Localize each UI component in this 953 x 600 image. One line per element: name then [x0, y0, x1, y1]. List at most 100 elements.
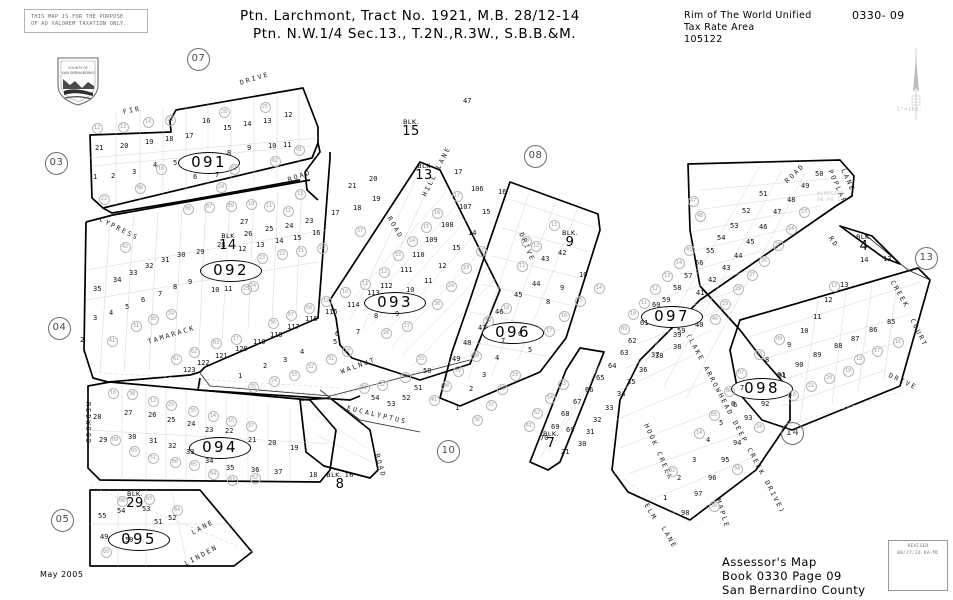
parcel-group-093[interactable]: 093 [364, 292, 426, 314]
parcel-number[interactable]: 18 [309, 471, 318, 479]
parcel-suffix[interactable]: 12 [530, 240, 542, 252]
parcel-number[interactable]: 37 [274, 468, 283, 476]
parcel-suffix[interactable]: 07 [735, 367, 747, 379]
parcel-number[interactable]: 31 [586, 428, 595, 436]
parcel-number[interactable]: 32 [168, 442, 177, 450]
parcel-number[interactable]: 4 [300, 348, 305, 356]
parcel-number[interactable]: 38 [673, 343, 682, 351]
parcel-number[interactable]: 114 [347, 301, 360, 309]
parcel-number[interactable]: 30 [578, 440, 587, 448]
parcel-suffix[interactable]: 21 [805, 380, 817, 392]
parcel-suffix[interactable]: 04 [171, 504, 183, 516]
parcel-group-091[interactable]: 091 [178, 152, 240, 174]
parcel-number[interactable]: 55 [98, 512, 107, 520]
parcel-number[interactable]: 5 [173, 159, 178, 167]
parcel-number[interactable]: 2 [677, 474, 682, 482]
parcel-number[interactable]: 4 [109, 309, 114, 317]
parcel-number[interactable]: 2 [469, 385, 474, 393]
parcel-suffix[interactable]: 41 [428, 394, 440, 406]
parcel-number[interactable]: 15 [223, 124, 232, 132]
parcel-number[interactable]: 16 [202, 117, 211, 125]
parcel-number[interactable]: 34 [617, 390, 626, 398]
parcel-suffix[interactable]: 26 [758, 255, 770, 267]
parcel-number[interactable]: 92 [761, 400, 770, 408]
parcel-suffix[interactable]: 09 [100, 546, 112, 558]
parcel-suffix[interactable]: 01 [228, 163, 240, 175]
parcel-suffix[interactable]: 10 [627, 308, 639, 320]
parcel-number[interactable]: 1 [238, 372, 243, 380]
parcel-number[interactable]: 57 [684, 272, 693, 280]
parcel-number[interactable]: 50 [815, 170, 824, 178]
parcel-suffix[interactable]: 33 [288, 369, 300, 381]
parcel-suffix[interactable]: 10 [520, 235, 532, 247]
parcel-number[interactable]: 95 [721, 456, 730, 464]
parcel-suffix[interactable]: 12 [91, 122, 103, 134]
parcel-number[interactable]: 62 [628, 337, 637, 345]
parcel-number[interactable]: 32 [145, 262, 154, 270]
parcel-suffix[interactable]: 18 [155, 163, 167, 175]
parcel-suffix[interactable]: 37 [485, 399, 497, 411]
parcel-number[interactable]: 16 [498, 188, 507, 196]
parcel-number[interactable]: 33 [129, 269, 138, 277]
parcel-number[interactable]: 11 [813, 313, 822, 321]
parcel-number[interactable]: 14 [275, 237, 284, 245]
parcel-number[interactable]: 38 [655, 352, 664, 360]
parcel-number[interactable]: 7 [740, 384, 745, 392]
parcel-number[interactable]: 67 [573, 398, 582, 406]
parcel-number[interactable]: 41 [696, 289, 705, 297]
parcel-number[interactable]: 51 [759, 190, 768, 198]
parcel-number[interactable]: 50 [423, 367, 432, 375]
parcel-suffix[interactable]: 35 [247, 381, 259, 393]
parcel-suffix[interactable]: 24 [215, 181, 227, 193]
page-reference-03[interactable]: 03 [45, 152, 68, 175]
parcel-number[interactable]: 37 [651, 351, 660, 359]
parcel-number[interactable]: 34 [113, 276, 122, 284]
parcel-suffix[interactable]: 15 [574, 295, 586, 307]
parcel-suffix[interactable]: 13 [661, 270, 673, 282]
parcel-number[interactable]: 89 [813, 351, 822, 359]
parcel-suffix[interactable]: 34 [731, 463, 743, 475]
parcel-suffix[interactable]: 36 [471, 414, 483, 426]
parcel-number[interactable]: 27 [240, 218, 249, 226]
parcel-number[interactable]: 7 [158, 290, 163, 298]
parcel-number[interactable]: 4 [495, 354, 500, 362]
parcel-number[interactable]: 59 [677, 327, 686, 335]
parcel-number[interactable]: 21 [248, 436, 257, 444]
parcel-group-098[interactable]: 098 [731, 378, 793, 400]
parcel-suffix[interactable]: 12 [649, 283, 661, 295]
parcel-number[interactable]: 93 [744, 414, 753, 422]
parcel-suffix[interactable]: 07 [203, 201, 215, 213]
parcel-suffix[interactable]: 17 [871, 345, 883, 357]
parcel-number[interactable]: 47 [478, 324, 487, 332]
parcel-number[interactable]: 11 [283, 141, 292, 149]
parcel-number[interactable]: 54 [371, 394, 380, 402]
parcel-suffix[interactable]: 68 [470, 350, 482, 362]
parcel-number[interactable]: 5 [125, 303, 130, 311]
parcel-number[interactable]: 19 [145, 138, 154, 146]
parcel-number[interactable]: 2 [111, 172, 116, 180]
parcel-number[interactable]: 108 [441, 221, 454, 229]
parcel-number[interactable]: 6 [518, 330, 523, 338]
parcel-suffix[interactable]: 22 [475, 245, 487, 257]
parcel-number[interactable]: 91 [777, 371, 786, 379]
parcel-number[interactable]: 19 [372, 195, 381, 203]
parcel-number[interactable]: 29 [99, 436, 108, 444]
parcel-number[interactable]: 123 [183, 366, 196, 374]
parcel-suffix[interactable]: 16 [558, 310, 570, 322]
parcel-number[interactable]: 14 [468, 229, 477, 237]
parcel-number[interactable]: 5 [719, 419, 724, 427]
parcel-suffix[interactable]: 07 [285, 309, 297, 321]
parcel-suffix[interactable]: 23 [798, 206, 810, 218]
parcel-number[interactable]: 33 [605, 404, 614, 412]
parcel-number[interactable]: 13 [256, 241, 265, 249]
page-reference-14[interactable]: 14 [781, 422, 804, 445]
parcel-suffix[interactable]: 41 [106, 335, 118, 347]
parcel-suffix[interactable]: 08 [753, 348, 765, 360]
parcel-number[interactable]: 26 [148, 411, 157, 419]
parcel-number[interactable]: 30 [177, 251, 186, 259]
parcel-suffix[interactable]: 29 [509, 369, 521, 381]
parcel-number[interactable]: 59 [662, 296, 671, 304]
parcel-group-096[interactable]: 096 [482, 322, 544, 344]
parcel-number[interactable]: 12 [824, 296, 833, 304]
parcel-number[interactable]: 15 [293, 234, 302, 242]
